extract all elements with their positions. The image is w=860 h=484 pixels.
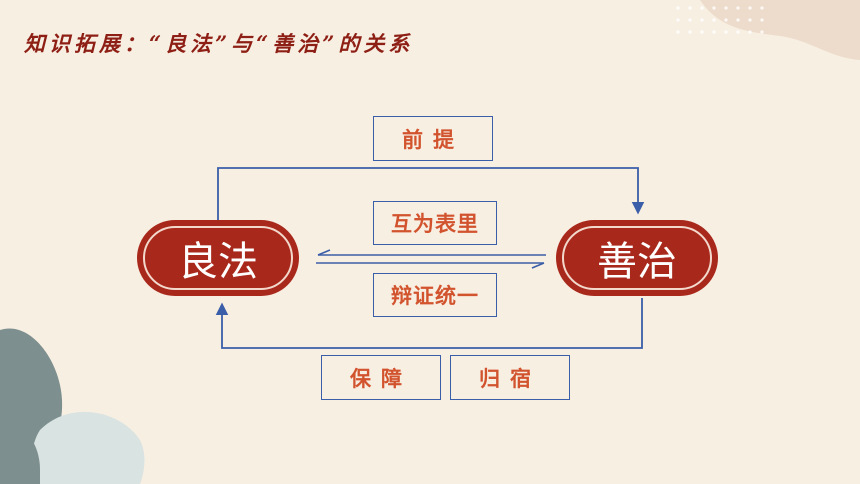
node-good-law: 良法 <box>137 220 299 296</box>
label-destination: 归宿 <box>450 355 570 400</box>
node-good-governance-label: 善治 <box>562 226 712 290</box>
node-good-law-label: 良法 <box>143 226 293 290</box>
page-title: 知识拓展：“良法”与“善治”的关系 <box>24 31 414 56</box>
bottom-connector-arrow <box>215 298 643 349</box>
label-interdependent: 互为表里 <box>373 201 497 245</box>
label-premise: 前提 <box>373 116 493 161</box>
label-guarantee: 保障 <box>321 355 441 400</box>
top-connector-arrow <box>217 167 645 220</box>
label-dialectical-unity: 辩证统一 <box>373 273 497 317</box>
node-good-governance: 善治 <box>556 220 718 296</box>
